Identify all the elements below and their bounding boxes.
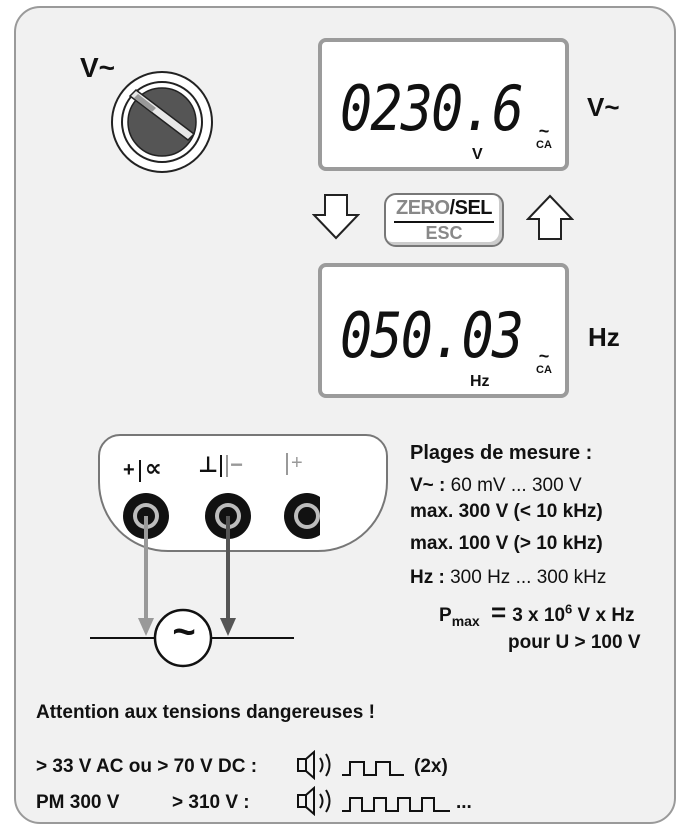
range-voltage-label: V~ : bbox=[410, 475, 446, 496]
ranges-title: Plages de mesure : bbox=[410, 442, 593, 464]
terminal-com-label: ⊥− bbox=[198, 452, 243, 478]
voltage-readout: 0230.6 bbox=[340, 72, 524, 145]
terminal-1-plus: + bbox=[123, 459, 135, 481]
jack-3-icon bbox=[284, 493, 320, 539]
knob-label: V~ bbox=[80, 52, 116, 83]
pmax-subscript: max bbox=[451, 612, 480, 629]
range-frequency-value: 300 Hz ... 300 kHz bbox=[444, 567, 607, 588]
rotary-switch-icon[interactable] bbox=[110, 70, 214, 174]
arrow-down-icon bbox=[312, 194, 360, 240]
range-voltage: V~ : 60 mV ... 300 V bbox=[410, 475, 582, 497]
button-top-label: ZERO/SEL bbox=[386, 197, 502, 220]
frequency-readout: 050.03 bbox=[340, 299, 524, 372]
terminal-1-symbol: ∝ bbox=[144, 455, 162, 482]
lcd-display-voltage: 0230.6 V ~ CA bbox=[318, 38, 569, 171]
ac-indicator: ~ CA bbox=[532, 122, 556, 151]
speaker-icon bbox=[297, 786, 331, 816]
arrow-up-icon bbox=[526, 194, 574, 240]
range-max-100: max. 100 V (> 10 kHz) bbox=[410, 533, 603, 554]
terminal-2-minus: − bbox=[230, 452, 243, 477]
button-divider bbox=[394, 221, 494, 223]
range-frequency-label: Hz : bbox=[410, 567, 445, 588]
ac-indicator: ~ CA bbox=[532, 347, 556, 376]
beep-pulses-icon bbox=[342, 761, 404, 776]
ac-tilde: ~ bbox=[538, 346, 550, 366]
pmax-unit: V x Hz bbox=[572, 605, 635, 626]
ac-ca-label: CA bbox=[536, 364, 552, 376]
terminal-3-label: + bbox=[286, 452, 303, 475]
zero-sel-esc-button[interactable]: ZERO/SEL ESC bbox=[384, 193, 504, 247]
range-frequency: Hz : 300 Hz ... 300 kHz bbox=[410, 567, 606, 589]
voltage-side-label: V~ bbox=[587, 92, 620, 122]
frequency-side-label: Hz bbox=[588, 322, 620, 352]
pmax-condition: pour U > 100 V bbox=[508, 632, 641, 653]
esc-label: ESC bbox=[425, 223, 463, 243]
beep-count: (2x) bbox=[414, 756, 448, 777]
warning-row-2-threshold: > 310 V : bbox=[172, 792, 250, 813]
speaker-icon bbox=[297, 750, 331, 780]
continuous-beep-icon bbox=[342, 797, 450, 812]
ac-source-symbol: ~ bbox=[172, 610, 196, 654]
pmax-value: 3 x 10 bbox=[512, 605, 566, 626]
continuous-beep-ellipsis: ... bbox=[456, 792, 472, 813]
range-max-300: max. 300 V (< 10 kHz) bbox=[410, 501, 603, 522]
sel-label: SEL bbox=[454, 197, 493, 219]
warning-row-1-text: > 33 V AC ou > 70 V DC : bbox=[36, 756, 258, 777]
warning-title: Attention aux tensions dangereuses ! bbox=[36, 702, 375, 723]
pmax-equals: = bbox=[491, 597, 507, 627]
range-voltage-value: 60 mV ... 300 V bbox=[445, 475, 582, 496]
terminal-plus-label: +∝ bbox=[123, 454, 162, 483]
ac-tilde: ~ bbox=[538, 121, 550, 141]
terminal-3-plus: + bbox=[291, 452, 303, 474]
voltage-readout-unit: V bbox=[472, 146, 483, 163]
frequency-readout-unit: Hz bbox=[470, 373, 490, 390]
pmax-exponent: 6 bbox=[565, 601, 573, 617]
pmax-formula: Pmax =3 x 106 V x Hz bbox=[439, 597, 635, 629]
lcd-display-frequency: 050.03 Hz ~ CA bbox=[318, 263, 569, 398]
warning-row-2-pm: PM 300 V bbox=[36, 792, 120, 813]
slash-label: / bbox=[449, 197, 456, 219]
terminal-2-ground: ⊥ bbox=[198, 452, 219, 477]
ac-ca-label: CA bbox=[536, 139, 552, 151]
wiring-diagram bbox=[90, 493, 320, 668]
zero-label: ZERO bbox=[395, 197, 450, 219]
pmax-symbol: P bbox=[439, 605, 452, 626]
